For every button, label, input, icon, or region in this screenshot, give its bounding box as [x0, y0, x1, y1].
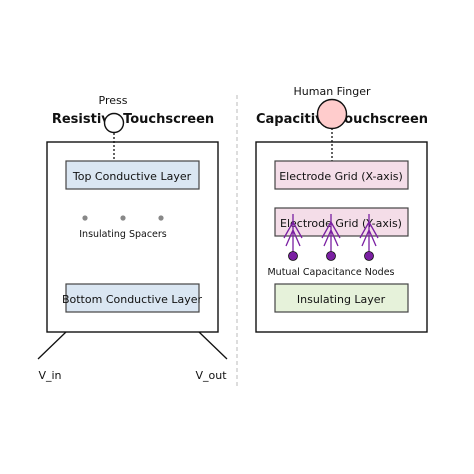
finger-label: Human Finger — [294, 85, 371, 98]
field-line — [283, 214, 303, 256]
field-line — [359, 214, 379, 256]
press-point-icon — [103, 112, 125, 134]
field-lines — [283, 214, 379, 256]
electrode-grid-y-label: Electrode Grid (Y-axis) — [280, 217, 402, 230]
insulating-layer — [274, 283, 409, 313]
capacitance-node — [288, 251, 298, 261]
bottom-conductive-layer — [65, 283, 200, 313]
v-in-lead — [37, 331, 67, 360]
v-in-label: V_in — [38, 369, 61, 382]
spacer-dot — [82, 215, 88, 221]
capacitance-node — [364, 251, 374, 261]
spacer-dot — [120, 215, 126, 221]
bottom-conductive-layer-label: Bottom Conductive Layer — [62, 293, 203, 306]
field-line — [321, 214, 341, 256]
top-conductive-layer — [65, 160, 200, 190]
spacers-label: Insulating Spacers — [79, 229, 167, 240]
top-conductive-layer-label: Top Conductive Layer — [72, 170, 192, 183]
spacer-dot — [158, 215, 164, 221]
v-out-lead — [198, 331, 228, 360]
capacitance-node — [326, 251, 336, 261]
finger-icon — [316, 98, 348, 130]
v-out-label: V_out — [195, 369, 227, 382]
press-label: Press — [99, 94, 128, 107]
electrode-grid-x — [274, 160, 409, 190]
insulating-layer-label: Insulating Layer — [297, 293, 386, 306]
electrode-grid-y — [274, 207, 409, 237]
nodes-label: Mutual Capacitance Nodes — [267, 267, 394, 278]
electrode-grid-x-label: Electrode Grid (X-axis) — [279, 170, 403, 183]
resistive-title: Resistive Touchscreen — [52, 112, 214, 127]
